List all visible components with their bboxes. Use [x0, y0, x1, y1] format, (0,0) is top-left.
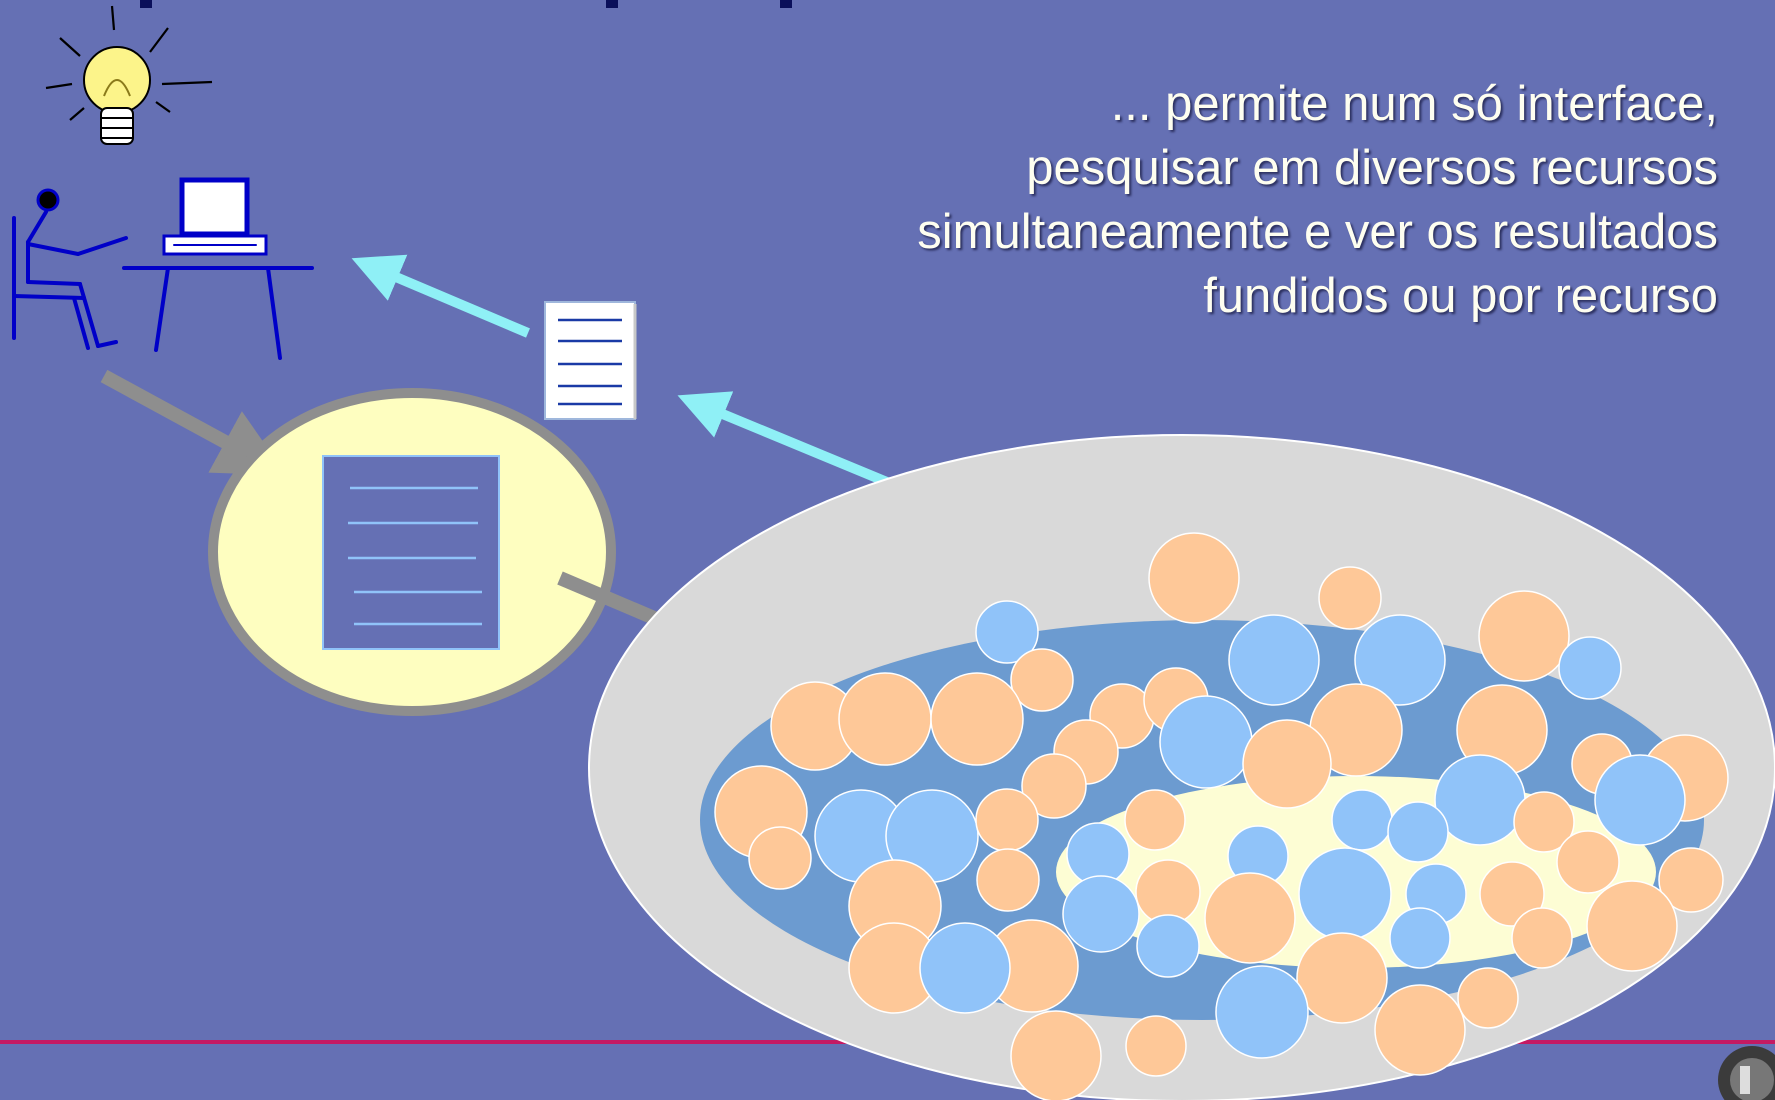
resource-item-5 [1010, 648, 1074, 712]
resource-item-1 [1148, 532, 1240, 624]
caption-line-4: fundidos ou por recurso [1203, 269, 1718, 323]
resource-item-21 [1021, 753, 1087, 819]
resource-item-54 [1215, 965, 1309, 1059]
resource-item-55 [1010, 1010, 1102, 1100]
resource-item-27 [975, 788, 1039, 852]
result-arrow-to-user [351, 254, 530, 338]
caption-line-1: ... permite num só interface, [1110, 77, 1718, 131]
resource-item-48 [1586, 880, 1678, 972]
resource-item-28 [1124, 789, 1186, 851]
resource-item-11 [930, 672, 1024, 766]
resource-item-32 [748, 826, 812, 890]
resource-item-47 [1511, 907, 1573, 969]
resource-item-38 [1062, 875, 1140, 953]
resource-item-8 [1558, 636, 1622, 700]
resource-circles [714, 532, 1729, 1100]
resource-item-36 [1658, 847, 1724, 913]
resource-item-7 [1354, 614, 1446, 706]
resource-item-18 [1242, 719, 1332, 809]
user-at-computer-icon [12, 177, 314, 360]
title-remnant [140, 0, 792, 8]
resource-item-46 [1389, 907, 1451, 969]
resource-item-37 [976, 848, 1040, 912]
resource-item-30 [1513, 791, 1575, 853]
resource-item-10 [838, 672, 932, 766]
logo-icon [1718, 1046, 1775, 1100]
resource-pool [588, 434, 1775, 1100]
resource-item-50 [1296, 932, 1388, 1024]
resource-item-43 [1479, 861, 1545, 927]
query-arrow [100, 369, 287, 476]
resource-item-29 [1331, 789, 1393, 851]
resource-item-4 [975, 600, 1039, 664]
resource-item-45 [1136, 914, 1200, 978]
resource-item-57 [1374, 984, 1466, 1076]
resource-item-51 [1457, 967, 1519, 1029]
document-icon [544, 301, 637, 420]
resource-item-56 [1125, 1015, 1187, 1077]
resource-item-2 [1318, 566, 1382, 630]
resource-item-41 [1204, 872, 1296, 964]
slide-caption: ... permite num só interface, pesquisar … [618, 72, 1718, 328]
resource-item-6 [1228, 614, 1320, 706]
resource-item-23 [1594, 754, 1686, 846]
resource-item-31 [1387, 801, 1449, 863]
resource-item-53 [919, 922, 1011, 1014]
caption-line-2: pesquisar em diversos recursos [1026, 141, 1718, 195]
query-bubble [208, 388, 616, 716]
caption-line-3: simultaneamente e ver os resultados [917, 205, 1718, 259]
resource-item-3 [1478, 590, 1570, 682]
resource-item-35 [1556, 830, 1620, 894]
lightbulb-icon [45, 5, 213, 145]
resource-item-40 [1298, 847, 1392, 941]
resource-item-16 [1159, 695, 1253, 789]
